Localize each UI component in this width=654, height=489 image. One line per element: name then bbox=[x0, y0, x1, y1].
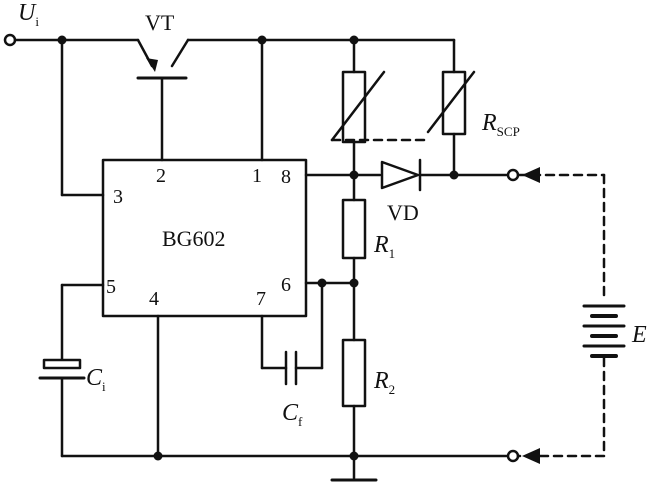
resistor-r2 bbox=[341, 338, 367, 408]
junction-dot bbox=[57, 35, 67, 45]
pin-6-label: 6 bbox=[281, 274, 291, 296]
diode-vd bbox=[380, 158, 422, 192]
output-terminal-top bbox=[506, 168, 520, 182]
pin-4-label: 4 bbox=[149, 288, 159, 310]
junction-dot bbox=[257, 35, 267, 45]
junction-dot bbox=[153, 451, 163, 461]
pin-5-label: 5 bbox=[106, 276, 116, 298]
transistor-label: VT bbox=[145, 10, 175, 35]
battery-label: E bbox=[631, 322, 647, 348]
pin-1-label: 1 bbox=[252, 165, 262, 187]
battery-e bbox=[582, 304, 626, 358]
rscp-label: RSCP bbox=[481, 110, 520, 139]
input-terminal bbox=[3, 33, 17, 47]
junction-dot bbox=[449, 170, 459, 180]
junction-dot bbox=[349, 35, 359, 45]
rp-adjust-arrow bbox=[330, 70, 386, 142]
pin-7-label: 7 bbox=[256, 288, 266, 310]
pin-3-label: 3 bbox=[113, 186, 123, 208]
junction-dots bbox=[57, 35, 459, 461]
pin-8-label: 8 bbox=[281, 166, 291, 188]
arrow-top-terminal bbox=[522, 167, 540, 183]
junction-dot bbox=[349, 278, 359, 288]
transistor-vt bbox=[136, 38, 190, 162]
capacitor-cf bbox=[284, 350, 298, 386]
diode-label: VD bbox=[387, 200, 419, 225]
ic-bg602 bbox=[101, 158, 308, 318]
r2-label: R2 bbox=[373, 368, 395, 397]
capacitor-ci-upper bbox=[42, 358, 82, 370]
junction-dot bbox=[349, 451, 359, 461]
input-label: Ui bbox=[18, 0, 39, 29]
resistor-rp bbox=[341, 70, 367, 144]
cf-label: Cf bbox=[282, 400, 303, 429]
ic-label: BG602 bbox=[162, 226, 226, 251]
resistor-r1 bbox=[341, 198, 367, 260]
output-terminal-bottom bbox=[506, 449, 520, 463]
junction-dot bbox=[317, 278, 327, 288]
r1-label: R1 bbox=[373, 232, 395, 261]
arrow-bottom-terminal bbox=[522, 448, 540, 464]
rscp-adjust-arrow bbox=[426, 70, 476, 134]
transistor-arrow bbox=[146, 58, 158, 72]
pin-2-label: 2 bbox=[156, 165, 166, 187]
resistor-rscp bbox=[441, 70, 467, 136]
ci-label: Ci bbox=[86, 365, 106, 394]
junction-dot bbox=[349, 170, 359, 180]
